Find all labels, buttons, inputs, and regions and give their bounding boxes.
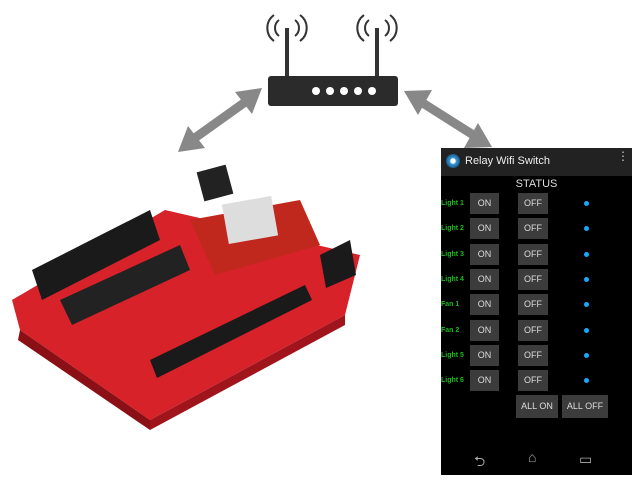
status-indicator <box>584 302 589 308</box>
device-label: Light 2 <box>441 225 464 233</box>
device-label: Light 3 <box>441 250 464 258</box>
status-indicator <box>584 352 589 358</box>
status-indicator <box>584 378 589 384</box>
app-title: Relay Wifi Switch <box>465 155 550 167</box>
double-arrow-right-icon <box>404 90 492 148</box>
on-button[interactable]: ON <box>470 193 499 214</box>
device-label: Light 5 <box>441 351 464 359</box>
status-indicator <box>584 327 589 333</box>
off-button[interactable]: OFF <box>518 344 548 366</box>
status-indicator <box>584 251 589 257</box>
phone-screen: Relay Wifi Switch ⋮ STATUS Light 1 ON OF… <box>441 148 632 475</box>
overflow-menu-icon[interactable]: ⋮ <box>617 149 629 163</box>
app-icon <box>446 154 460 168</box>
back-icon[interactable]: ⮌ <box>474 453 486 469</box>
status-header: STATUS <box>515 178 558 190</box>
status-indicator <box>584 201 589 206</box>
home-icon[interactable]: ⌂ <box>528 449 537 465</box>
on-button[interactable]: ON <box>470 268 499 290</box>
off-button[interactable]: OFF <box>518 370 548 392</box>
off-button[interactable]: OFF <box>518 243 548 265</box>
status-indicator <box>584 276 589 282</box>
on-button[interactable]: ON <box>470 319 499 341</box>
device-label: Fan 1 <box>441 301 460 309</box>
off-button[interactable]: OFF <box>518 268 548 290</box>
on-button[interactable]: ON <box>470 294 499 316</box>
on-button[interactable]: ON <box>470 218 499 240</box>
status-indicator <box>584 226 589 232</box>
all-off-button[interactable]: ALL OFF <box>562 395 608 418</box>
on-button[interactable]: ON <box>470 243 499 265</box>
off-button[interactable]: OFF <box>518 319 548 341</box>
off-button[interactable]: OFF <box>518 294 548 316</box>
router-icon <box>266 14 398 106</box>
arduino-board-image <box>12 164 360 430</box>
off-button[interactable]: OFF <box>518 193 548 214</box>
device-label: Light 6 <box>441 377 464 385</box>
on-button[interactable]: ON <box>470 370 499 392</box>
recent-apps-icon[interactable]: ▭ <box>579 451 593 467</box>
on-button[interactable]: ON <box>470 344 499 366</box>
device-label: Light 1 <box>441 200 464 207</box>
off-button[interactable]: OFF <box>518 218 548 240</box>
nav-bar: ⮌ ⌂ ▭ <box>441 448 632 475</box>
double-arrow-left-icon <box>178 88 262 152</box>
device-label: Fan 2 <box>441 326 460 334</box>
device-label: Light 4 <box>441 275 464 283</box>
action-bar: Relay Wifi Switch ⋮ <box>441 148 632 176</box>
all-on-button[interactable]: ALL ON <box>516 395 558 418</box>
